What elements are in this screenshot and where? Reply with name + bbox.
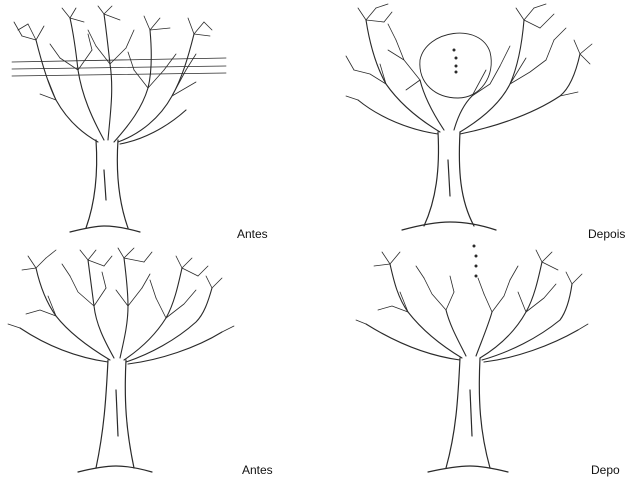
tree-illustration-after-1 — [340, 0, 600, 240]
secondary-branches — [346, 4, 592, 100]
caption-after-bottom: Depo — [591, 463, 620, 477]
clearance-dots — [473, 245, 478, 278]
scaffold-branches — [36, 14, 194, 144]
tree-illustration-before-2 — [0, 240, 240, 480]
caption-after-top: Depois — [588, 227, 625, 241]
secondary-branches — [14, 6, 212, 100]
scaffold-branches — [358, 20, 580, 134]
tree-panel-bottom-right — [350, 240, 590, 480]
caption-before-top: Antes — [237, 227, 268, 241]
caption-before-bottom: Antes — [242, 463, 273, 477]
trunk — [70, 140, 140, 232]
tree-illustration-before-1 — [0, 0, 240, 240]
scaffold-branches — [366, 262, 578, 362]
trunk — [402, 132, 496, 230]
secondary-branches — [356, 250, 588, 330]
trunk — [78, 360, 152, 472]
tree-illustration-after-2 — [350, 240, 590, 480]
clearance-dots — [453, 49, 458, 74]
scaffold-branches — [20, 258, 222, 364]
trunk — [428, 358, 508, 472]
tree-panel-bottom-left — [0, 240, 240, 480]
tree-panel-top-right — [340, 0, 600, 240]
power-lines — [12, 58, 226, 76]
tree-panel-top-left — [0, 0, 240, 240]
